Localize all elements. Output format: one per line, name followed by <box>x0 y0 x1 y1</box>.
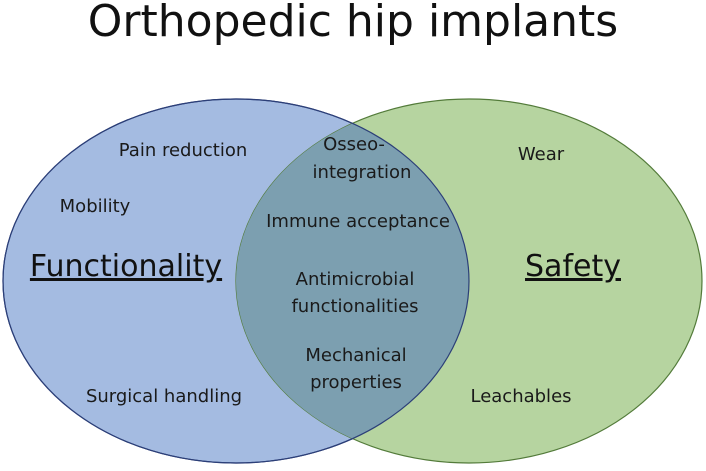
functionality-circle-outline <box>2 98 470 464</box>
overlap-item: Antimicrobial <box>296 269 415 290</box>
functionality-item: Pain reduction <box>119 140 248 161</box>
safety-item: Leachables <box>470 386 571 407</box>
safety-heading: Safety <box>525 249 621 284</box>
overlap-item: Osseo- <box>323 134 385 155</box>
overlap-item: Mechanical <box>305 345 406 366</box>
functionality-item: Mobility <box>60 196 131 217</box>
overlap-item: Immune acceptance <box>266 211 450 232</box>
diagram-title: Orthopedic hip implants <box>88 0 618 47</box>
overlap-item: integration <box>313 162 412 183</box>
safety-item: Wear <box>518 144 565 165</box>
overlap-region <box>236 99 469 463</box>
overlap-item: functionalities <box>291 296 418 317</box>
functionality-item: Surgical handling <box>86 386 242 407</box>
overlap-item: properties <box>310 372 402 393</box>
functionality-heading: Functionality <box>30 249 222 284</box>
